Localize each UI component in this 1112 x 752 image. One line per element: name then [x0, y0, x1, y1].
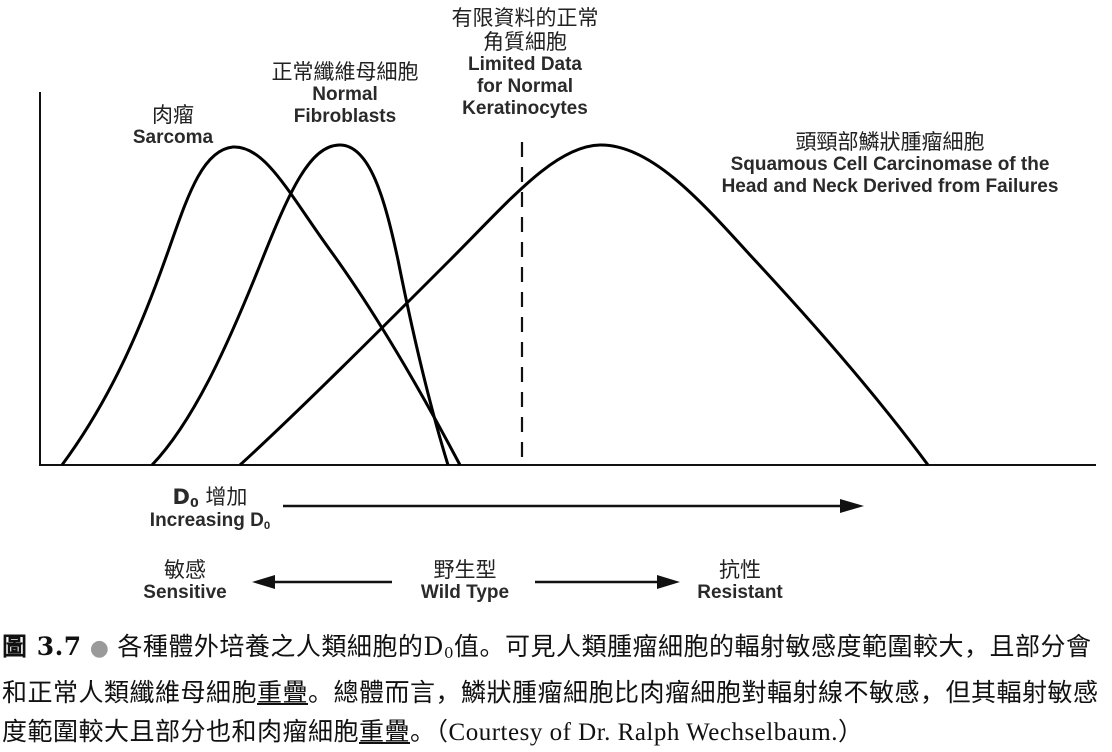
fibroblasts-label: 正常纖維母細胞 Normal Fibroblasts — [240, 60, 450, 128]
fibroblasts-label-zh: 正常纖維母細胞 — [271, 60, 419, 84]
resistant-label: 抗性 Resistant — [680, 558, 800, 604]
increasing-d0-arrowhead — [840, 499, 864, 513]
sarcoma-label: 肉瘤 Sarcoma — [118, 103, 228, 149]
caption-text-3: 。總體而言，鱗狀腫瘤細胞比肉瘤細胞對輻射線不敏感，但其輻射敏感度範圍較大且部分也… — [2, 678, 1099, 746]
scc-label-zh: 頭頸部鱗狀腫瘤細胞 — [795, 130, 985, 154]
d0-increasing-en: Increasing D0 — [149, 510, 271, 533]
bullet-icon: ● — [89, 636, 110, 661]
keratinocytes-label-en-1: Limited Data — [467, 54, 583, 76]
caption-courtesy: Courtesy of Dr. Ralph Wechselbaum. — [448, 719, 839, 746]
sarcoma-label-en: Sarcoma — [132, 127, 214, 149]
resistant-arrowhead — [657, 575, 680, 589]
caption-text-4: 。（ — [410, 717, 449, 746]
caption-subscript: 0 — [443, 644, 454, 662]
fibroblasts-label-en-2: Fibroblasts — [293, 105, 397, 127]
caption-text-2: 值。可見人類腫瘤細胞的輻射敏感度範圍較大，且部分會和正常人類纖維母細胞 — [2, 632, 1092, 707]
wild-type-label-en: Wild Type — [420, 582, 510, 604]
keratinocytes-label-en-3: Keratinocytes — [462, 97, 588, 119]
keratinocytes-label: 有限資料的正常 角質細胞 Limited Data for Normal Ker… — [420, 6, 630, 120]
scc-label: 頭頸部鱗狀腫瘤細胞 Squamous Cell Carcinomase of t… — [700, 130, 1080, 198]
resistant-label-en: Resistant — [697, 582, 783, 604]
sensitive-label: 敏感 Sensitive — [130, 558, 240, 604]
d0-increasing-label: D0 增加 Increasing D0 — [135, 485, 285, 534]
figure-caption: 圖 3.7 ● 各種體外培養之人類細胞的D0值。可見人類腫瘤細胞的輻射敏感度範圍較大… — [2, 627, 1112, 752]
caption-end: ） — [838, 717, 864, 746]
scc-curve — [238, 143, 930, 467]
keratinocytes-label-en-2: for Normal — [476, 76, 574, 98]
caption-underlined-2: 重疊 — [359, 717, 411, 746]
wild-type-label-zh: 野生型 — [433, 558, 497, 582]
sarcoma-curve — [60, 145, 462, 466]
keratinocytes-label-zh-2: 角質細胞 — [483, 30, 567, 55]
wild-type-label: 野生型 Wild Type — [405, 558, 525, 604]
sensitive-label-en: Sensitive — [143, 582, 227, 604]
figure-number: 圖 3.7 — [2, 632, 82, 661]
fibroblasts-label-en-1: Normal — [312, 84, 378, 106]
resistant-label-zh: 抗性 — [719, 558, 761, 582]
scc-label-en-1: Squamous Cell Carcinomase of the — [730, 154, 1050, 176]
d0-increasing-zh: D0 增加 — [172, 485, 248, 510]
sensitive-label-zh: 敏感 — [164, 558, 206, 582]
caption-underlined-1: 重疊 — [257, 678, 309, 707]
sarcoma-label-zh: 肉瘤 — [152, 103, 194, 127]
scc-label-en-2: Head and Neck Derived from Failures — [721, 175, 1059, 197]
keratinocytes-label-zh-1: 有限資料的正常 — [451, 6, 599, 30]
d0-distribution-chart — [39, 92, 1096, 589]
fibroblasts-curve — [150, 143, 450, 467]
caption-text-1: 各種體外培養之人類細胞的D — [117, 632, 444, 661]
sensitive-arrowhead — [252, 575, 275, 589]
